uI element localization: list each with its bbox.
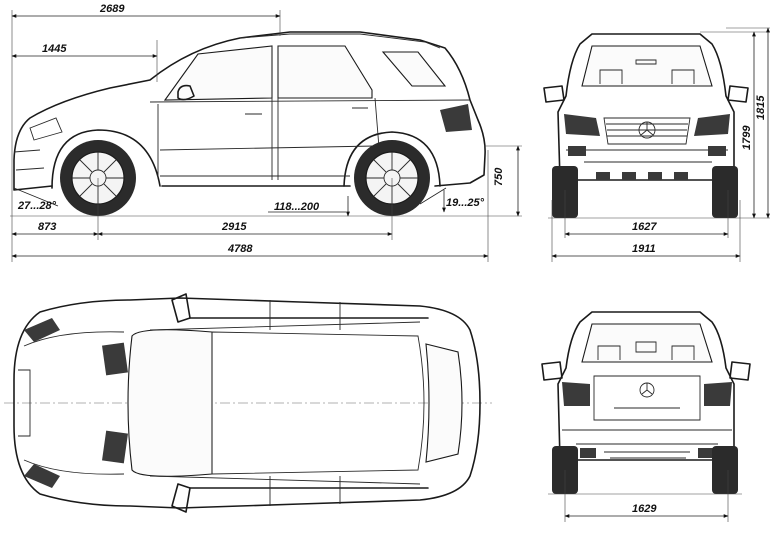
dim-1629: 1629: [632, 503, 657, 515]
dim-873: 873: [38, 221, 56, 233]
side-dimensions: 2689 1445 27...28° 118...200 19...25° 75…: [11, 3, 522, 262]
rear-view: [541, 311, 751, 495]
dim-departure-angle: 19...25°: [446, 197, 485, 209]
dim-1911: 1911: [632, 243, 656, 255]
dim-ground-clearance: 118...200: [274, 201, 320, 213]
side-view: [10, 31, 500, 217]
dim-1627: 1627: [632, 221, 657, 233]
dim-1799: 1799: [741, 125, 753, 150]
dim-approach-angle: 27...28°: [17, 200, 57, 212]
front-dimensions: 1799 1815 1627 1911: [551, 27, 770, 262]
front-view: [543, 33, 749, 219]
top-view: [4, 293, 492, 513]
dim-2689: 2689: [99, 3, 125, 15]
rear-dimensions: 1629: [564, 470, 729, 522]
dim-2915: 2915: [221, 221, 247, 233]
dim-750: 750: [493, 167, 505, 186]
dim-4788: 4788: [227, 243, 253, 255]
dim-1815: 1815: [755, 95, 767, 120]
dim-1445: 1445: [42, 43, 67, 55]
